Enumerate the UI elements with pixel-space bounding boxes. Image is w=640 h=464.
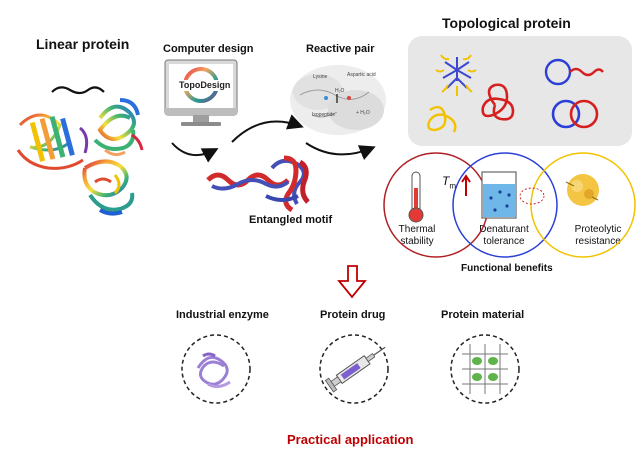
arrow-linear-to-design xyxy=(171,142,219,163)
entangled-motif-structure xyxy=(206,155,310,213)
topological-panel xyxy=(408,36,632,146)
entangled-motif-title: Entangled motif xyxy=(249,214,333,226)
proteolytic-resistance-label: Proteolytic resistance xyxy=(568,224,628,248)
practical-application-title: Practical application xyxy=(287,432,414,447)
proteolytic-line-2: resistance xyxy=(575,236,621,247)
computer-design-title: Computer design xyxy=(163,43,254,55)
syringe-icon xyxy=(324,346,386,393)
reactive-pair-annotations: Lysine Aspartic acid H₂O Isopeptide + H₂… xyxy=(300,64,384,124)
annotation-isopeptide: Isopeptide xyxy=(312,112,336,118)
topology-slipknot-icon xyxy=(427,105,457,133)
denaturant-line-1: Denaturant xyxy=(479,224,529,235)
tm-symbol: T xyxy=(441,174,450,188)
thermal-line-2: stability xyxy=(400,236,434,247)
protein-drug-circle xyxy=(319,334,389,404)
linear-chain-squiggle xyxy=(51,86,105,95)
linear-protein-structure-3 xyxy=(82,159,135,216)
protein-drug-title: Protein drug xyxy=(320,309,386,321)
denaturant-line-2: tolerance xyxy=(483,236,525,247)
annotation-lysine: Lysine xyxy=(313,74,328,80)
red-down-arrow xyxy=(337,265,367,299)
proteolytic-resistance-circle xyxy=(530,152,636,258)
thermometer-icon xyxy=(408,171,424,223)
proteolytic-shield-icon xyxy=(565,174,599,206)
topology-star-icon xyxy=(435,54,477,97)
enzyme-structure-icon xyxy=(196,352,231,389)
linear-protein-title: Linear protein xyxy=(36,36,130,52)
proteolytic-line-1: Proteolytic xyxy=(574,224,622,235)
thermal-line-1: Thermal xyxy=(398,224,436,235)
functional-benefits-caption: Functional benefits xyxy=(461,263,553,274)
industrial-enzyme-title: Industrial enzyme xyxy=(176,309,269,321)
topological-protein-title: Topological protein xyxy=(442,15,571,31)
denaturant-tolerance-circle xyxy=(452,152,558,258)
thermal-stability-circle xyxy=(383,152,489,258)
topology-lasso-icon xyxy=(544,58,604,86)
linear-protein-structure-2 xyxy=(93,98,144,157)
arrow-reactive-to-topological xyxy=(305,142,376,160)
topology-trefoil-icon xyxy=(481,83,515,121)
tm-up-arrow xyxy=(461,174,471,196)
topodesign-logo-text: TopoDesign xyxy=(179,80,231,90)
denaturant-tolerance-label: Denaturant tolerance xyxy=(474,224,534,248)
tm-label: Tm xyxy=(439,175,459,192)
annotation-aspartic-acid: Aspartic acid xyxy=(347,72,376,78)
reactive-pair-title: Reactive pair xyxy=(306,43,375,55)
reactive-pair-structure xyxy=(290,65,386,135)
annotation-water: H₂O xyxy=(335,88,345,94)
linear-protein-structure-1 xyxy=(16,113,89,170)
protein-material-title: Protein material xyxy=(441,309,525,321)
protein-material-circle xyxy=(450,334,520,404)
thermal-stability-label: Thermal stability xyxy=(392,224,442,248)
protein-material-network-icon xyxy=(462,344,508,394)
computer-monitor-icon xyxy=(164,59,238,126)
topology-catenane-icon xyxy=(551,99,599,129)
arrow-design-to-reactive xyxy=(231,114,304,143)
tm-subscript: m xyxy=(449,181,456,191)
beaker-icon xyxy=(481,171,545,219)
annotation-plus-water: + H₂O xyxy=(356,110,370,116)
industrial-enzyme-circle xyxy=(181,334,251,404)
